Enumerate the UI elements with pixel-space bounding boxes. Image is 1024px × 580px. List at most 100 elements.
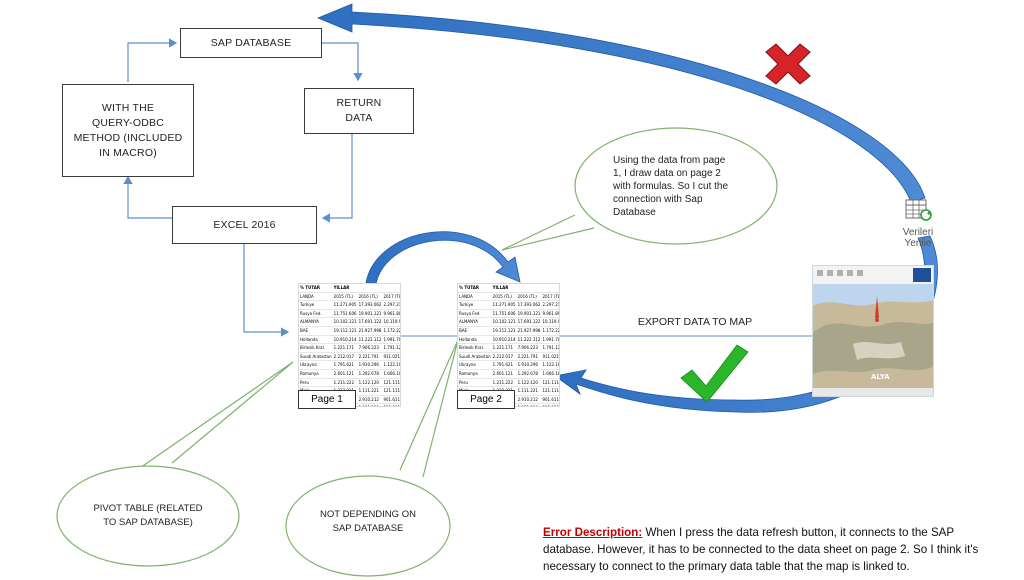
sheet-cell: ALMANYA bbox=[458, 317, 492, 327]
pivot-bubble bbox=[56, 361, 294, 567]
speech-line2: 1, I draw data on page 2 bbox=[613, 168, 721, 179]
sheet-cell: 1.791.621 bbox=[491, 360, 517, 370]
data-refresh-button[interactable]: Verileri Yenile bbox=[888, 198, 948, 249]
not-depending-text: NOT DEPENDING ON SAP DATABASE bbox=[305, 508, 431, 536]
sheet-cell: 1.910.296 bbox=[516, 360, 542, 370]
page2-label: Page 2 bbox=[470, 394, 502, 405]
sheet-cell: 1.122.120 bbox=[357, 378, 383, 388]
sheet-cell: 1.211.222 bbox=[332, 378, 358, 388]
error-description: Error Description: When I press the data… bbox=[543, 524, 983, 575]
sheet-cell: BAE bbox=[458, 326, 492, 336]
sheet-cell: 1.122.197 bbox=[541, 360, 559, 370]
speech-line5: Database bbox=[613, 207, 656, 218]
sheet-cell: 11.271.905 bbox=[491, 300, 517, 310]
sheet-cell: Turkiye bbox=[299, 300, 333, 310]
sheet-cell: 2016 (TL) bbox=[357, 292, 383, 302]
map-thumbnail: ALYA bbox=[812, 265, 934, 397]
sheet-cell: 17.691.122 bbox=[516, 317, 542, 327]
sheet-cell: Rusya Fed. bbox=[299, 309, 333, 319]
sheet-cell: 2015 (TL) bbox=[332, 292, 358, 302]
sheet-cell: Peru bbox=[458, 378, 492, 388]
sheet-cell: Birlesik Kral. bbox=[299, 343, 333, 353]
red-x-icon bbox=[765, 43, 811, 85]
sheet-cell: ALMANYA bbox=[299, 317, 333, 327]
sheet-cell: 901.611 bbox=[382, 395, 400, 405]
speech-line3: with formulas. So I cut the bbox=[613, 181, 729, 192]
sheet-cell: 2.297.219 bbox=[541, 300, 559, 310]
sheet-cell: Suudi Arabistan bbox=[458, 352, 492, 362]
sheet-cell: 7.906.223 bbox=[357, 343, 383, 353]
sheet-cell: 1.122.120 bbox=[516, 378, 542, 388]
sap-database-box: SAP DATABASE bbox=[180, 28, 322, 58]
green-check-icon bbox=[680, 344, 749, 403]
sheet-cell: Birlesik Kral. bbox=[458, 343, 492, 353]
sheet-cell: Hollanda bbox=[458, 335, 492, 345]
sheet-cell: Hollanda bbox=[299, 335, 333, 345]
sheet-cell: 1.791.621 bbox=[332, 360, 358, 370]
error-heading: Error Description: bbox=[543, 526, 643, 539]
sheet-cell: 11.751.606 bbox=[491, 309, 517, 319]
refresh-to-sap-arrow bbox=[316, 3, 926, 203]
sheet-cell: 212.911 bbox=[382, 403, 400, 406]
sheet-cell: 2.212.017 bbox=[332, 352, 358, 362]
sap-database-label: SAP DATABASE bbox=[210, 36, 292, 49]
sheet-cell: 11.271.905 bbox=[332, 300, 358, 310]
sheet-cell: 17.691.122 bbox=[357, 317, 383, 327]
connector-sap-to-return bbox=[322, 42, 363, 82]
sheet-cell: 121.111 bbox=[382, 378, 400, 388]
pivot-line2: TO SAP DATABASE) bbox=[103, 517, 193, 528]
speech-line4: connection with Sap bbox=[613, 194, 703, 205]
sheet-cell: 1.111.221 bbox=[516, 386, 542, 396]
excel-box: EXCEL 2016 bbox=[172, 206, 317, 244]
export-data-label: EXPORT DATA TO MAP bbox=[637, 316, 753, 328]
sheet-cell: 2016 (TL) bbox=[516, 292, 542, 302]
sheet-cell: 19.112.121 bbox=[332, 326, 358, 336]
sheet-cell: 1.122.197 bbox=[382, 360, 400, 370]
sheet-cell: Ukrayna bbox=[299, 360, 333, 370]
error-body: When I press the data refresh button, it… bbox=[543, 526, 979, 573]
sheet-cell: 1.666.102 bbox=[382, 369, 400, 379]
sheet-cell: 2017 (TL) bbox=[382, 292, 400, 302]
table-refresh-icon bbox=[905, 199, 932, 221]
sheet-row: Birlesik Kral.1.221.1717.906.2231.791.12… bbox=[458, 343, 559, 353]
sheet-cell: 1.791.120 bbox=[541, 343, 559, 353]
sheet-cell: YILLAR bbox=[491, 284, 517, 293]
sheet-cell: 2.221.791 bbox=[516, 352, 542, 362]
sheet-cell: 1.791.120 bbox=[382, 343, 400, 353]
return-data-box: RETURN DATA bbox=[304, 88, 414, 134]
sheet-cell: 10.102.121 bbox=[491, 317, 517, 327]
sheet-cell: % TUTAR bbox=[458, 284, 492, 293]
sheet-cell: 1.991.702 bbox=[541, 335, 559, 345]
sheet-cell: 1.221.171 bbox=[491, 343, 517, 353]
map-image bbox=[813, 266, 933, 396]
connector-return-to-excel bbox=[321, 134, 353, 223]
speech-bubble-text: Using the data from page 1, I draw data … bbox=[613, 154, 743, 219]
sheet-cell: 7.906.223 bbox=[516, 343, 542, 353]
sheet-cell: 9.961.801 bbox=[541, 309, 559, 319]
sheet-cell: 1.121.120 bbox=[357, 403, 383, 406]
connector-query-to-sap bbox=[127, 38, 178, 82]
sheet-cell: LANDA bbox=[299, 292, 333, 302]
sheet-cell: 2.601.121 bbox=[491, 369, 517, 379]
sheet-cell bbox=[541, 284, 559, 293]
sheet-cell: 21.927.998 bbox=[357, 326, 383, 336]
sheet-cell: 10.910.214 bbox=[332, 335, 358, 345]
refresh-label-line1: Verileri bbox=[902, 227, 934, 238]
return-label-line1: RETURN bbox=[336, 97, 382, 109]
